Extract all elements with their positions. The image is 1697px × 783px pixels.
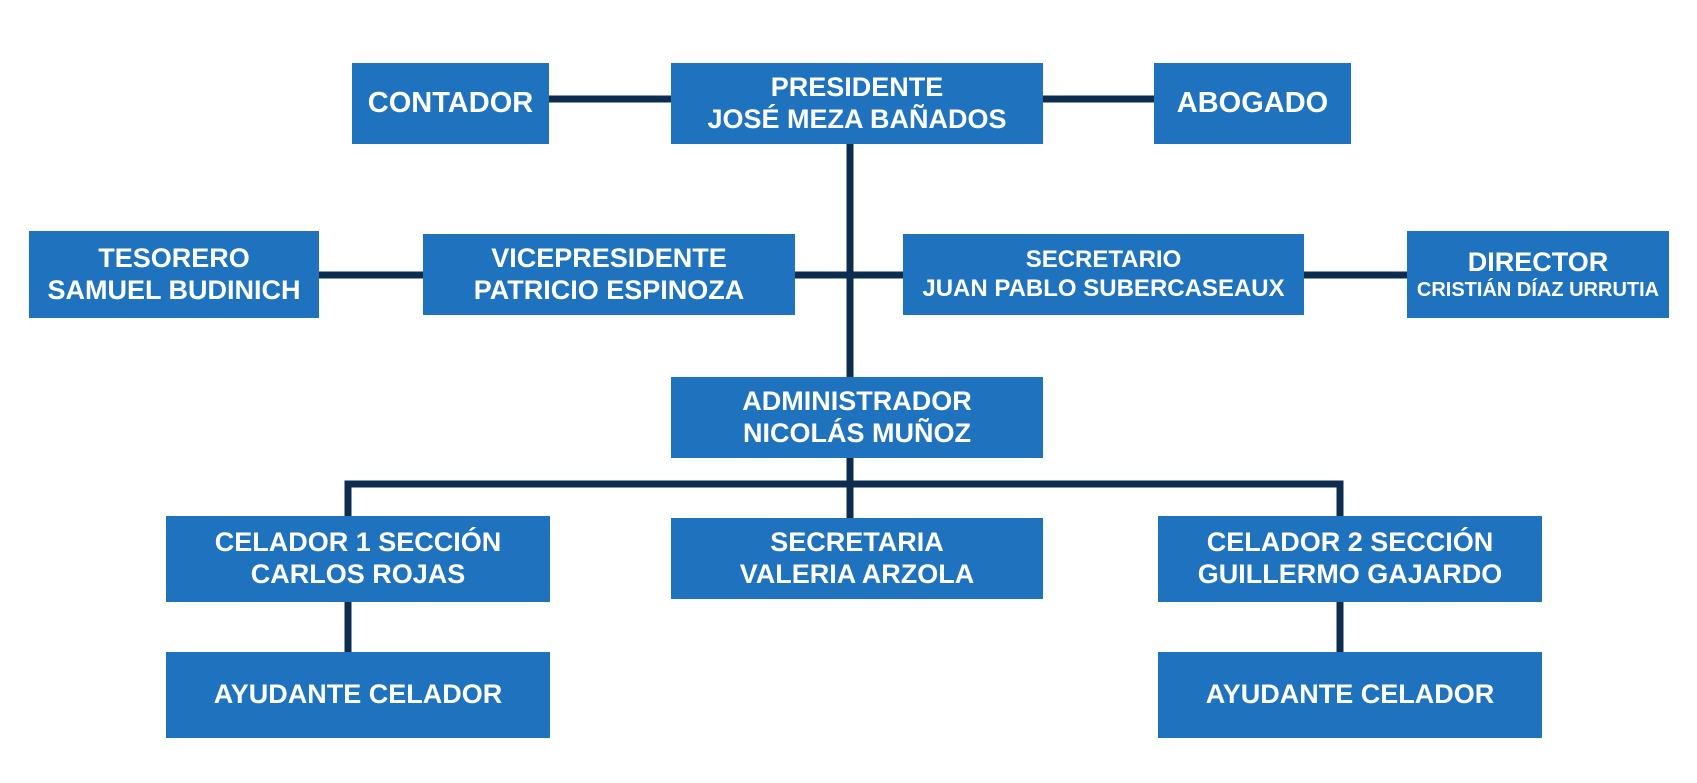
node-presidente-name: JOSÉ MEZA BAÑADOS (707, 103, 1007, 134)
node-administrador-title: ADMINISTRADOR (742, 385, 972, 416)
node-abogado-title: ABOGADO (1176, 87, 1329, 120)
node-administrador-name: NICOLÁS MUÑOZ (743, 417, 971, 448)
node-celador1-name: CARLOS ROJAS (250, 559, 466, 589)
node-celador1: CELADOR 1 SECCIÓN CARLOS ROJAS (166, 516, 550, 602)
node-tesorero: TESORERO SAMUEL BUDINICH (29, 231, 319, 318)
node-contador-title: CONTADOR (367, 87, 534, 120)
node-director: DIRECTOR CRISTIÁN DÍAZ URRUTIA (1407, 231, 1669, 318)
node-director-name: CRISTIÁN DÍAZ URRUTIA (1416, 278, 1660, 301)
node-vicepresidente-name: PATRICIO ESPINOZA (473, 274, 745, 305)
node-ayudante1: AYUDANTE CELADOR (166, 652, 550, 738)
node-contador: CONTADOR (352, 63, 549, 144)
node-abogado: ABOGADO (1154, 63, 1351, 144)
node-vicepresidente: VICEPRESIDENTE PATRICIO ESPINOZA (423, 234, 795, 315)
node-celador2-name: GUILLERMO GAJARDO (1197, 559, 1503, 589)
node-ayudante2-title: AYUDANTE CELADOR (1205, 679, 1495, 710)
node-presidente-title: PRESIDENTE (770, 71, 944, 102)
node-director-title: DIRECTOR (1467, 246, 1609, 277)
node-tesorero-title: TESORERO (98, 242, 250, 273)
node-secretario: SECRETARIO JUAN PABLO SUBERCASEAUX (903, 234, 1304, 315)
node-ayudante1-title: AYUDANTE CELADOR (213, 679, 503, 710)
node-celador2-title: CELADOR 2 SECCIÓN (1206, 527, 1494, 558)
node-ayudante2: AYUDANTE CELADOR (1158, 652, 1542, 738)
node-secretaria-title: SECRETARIA (770, 526, 944, 557)
node-celador2: CELADOR 2 SECCIÓN GUILLERMO GAJARDO (1158, 516, 1542, 602)
node-presidente: PRESIDENTE JOSÉ MEZA BAÑADOS (671, 63, 1043, 144)
node-secretaria: SECRETARIA VALERIA ARZOLA (671, 518, 1043, 599)
node-vicepresidente-title: VICEPRESIDENTE (491, 242, 727, 273)
node-secretario-name: JUAN PABLO SUBERCASEAUX (922, 274, 1285, 302)
node-secretario-title: SECRETARIO (1025, 246, 1182, 274)
node-celador1-title: CELADOR 1 SECCIÓN (214, 527, 502, 558)
node-administrador: ADMINISTRADOR NICOLÁS MUÑOZ (671, 377, 1043, 458)
node-secretaria-name: VALERIA ARZOLA (739, 558, 975, 589)
node-tesorero-name: SAMUEL BUDINICH (47, 274, 301, 305)
